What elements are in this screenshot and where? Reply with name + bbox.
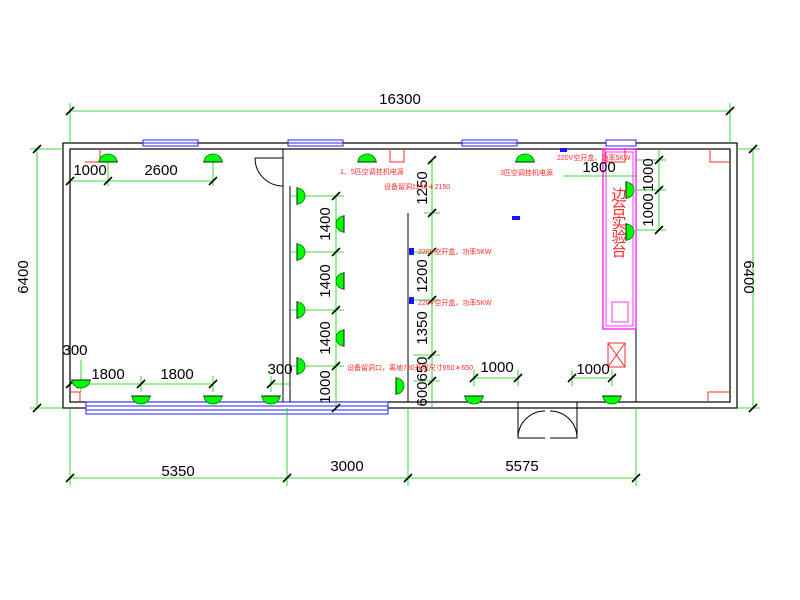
- note-ac-3: 3匹空调挂机电源: [500, 168, 553, 177]
- outlet-box-icon: [409, 297, 414, 304]
- ceiling-light-icon: [261, 395, 281, 405]
- dim-bl-1800-b: 1800: [160, 366, 193, 383]
- ceiling-light-icon: [515, 153, 535, 163]
- entrance-door: [517, 402, 578, 439]
- dim-overall-width: 16300: [379, 91, 421, 108]
- ceiling-light-icon: [203, 153, 223, 163]
- dim-br-1000-a: 1000: [480, 359, 513, 376]
- dim-col-1400-a: 1400: [317, 207, 334, 240]
- note-ac-1-5: 1．5匹空调挂机电源: [340, 167, 404, 176]
- dim-cable-650: 650: [414, 356, 431, 381]
- dim-mid-300: 300: [267, 361, 292, 378]
- dim-top-2600: 2600: [144, 162, 177, 179]
- bench-label-char: 台: [611, 201, 626, 218]
- ceiling-light-icon: [464, 395, 484, 405]
- dim-col-1400-c: 1400: [317, 321, 334, 354]
- dim-cable-600: 600: [414, 381, 431, 406]
- dim-tr-1800: 1800: [582, 159, 615, 176]
- distribution-box-icon: [607, 342, 626, 368]
- note-switch-a: 220V空开盒，功率5KW: [418, 247, 492, 256]
- bottom-window: [85, 401, 389, 415]
- outlet-box-icon: [560, 148, 567, 152]
- dim-bottom-left: 5350: [161, 463, 194, 480]
- outlet-box-icon: [409, 248, 414, 255]
- ceiling-light-icon: [98, 153, 118, 163]
- dim-overall-height-left: 6400: [15, 260, 32, 293]
- bench-label-char: 台: [611, 243, 626, 260]
- dim-cable-1350: 1350: [414, 311, 431, 344]
- dim-bottom-right: 5575: [505, 458, 538, 475]
- ceiling-light-icon: [296, 357, 306, 375]
- note-switch-top: 220V空开盒，功率5KW: [557, 153, 631, 162]
- bench-label-char: 验: [611, 229, 626, 246]
- ceiling-light-icon: [71, 379, 91, 389]
- dim-cable-1200: 1200: [414, 259, 431, 292]
- ceiling-light-icon: [625, 223, 635, 241]
- dimension-text: 16300 5350 3000 5575 1000 2600 300 1800 …: [15, 91, 757, 480]
- outlet-boxes: [409, 148, 567, 304]
- ceiling-light-icon: [203, 395, 223, 405]
- note-switch-b: 220V空开盒，功率5KW: [418, 298, 492, 307]
- top-windows: [142, 139, 637, 147]
- annotation-notes: 1．5匹空调挂机电源 3匹空调挂机电源 设备留洞1250＊2150 220V空开…: [340, 153, 631, 372]
- ceiling-light-icon: [335, 329, 345, 347]
- ceiling-light-icon: [296, 187, 306, 205]
- ceiling-light-icon: [296, 243, 306, 261]
- ceiling-light-icon: [296, 301, 306, 319]
- dim-overall-height-right: 6400: [740, 260, 757, 293]
- dim-bl-300: 300: [62, 342, 87, 359]
- dim-tr-1000-b: 1000: [640, 193, 657, 226]
- dim-col-1400-b: 1400: [317, 264, 334, 297]
- dim-col-1000: 1000: [317, 370, 334, 403]
- dim-top-1000: 1000: [73, 162, 106, 179]
- bench-label-char: 实: [611, 215, 626, 232]
- note-floor-hole: 设备留洞口，离地780开洞尺寸650＊650: [347, 363, 473, 372]
- ceiling-light-icon: [131, 395, 151, 405]
- ceiling-light-icon: [625, 181, 635, 199]
- ceiling-light-icon: [395, 377, 405, 395]
- outlet-box-icon: [512, 216, 520, 220]
- dim-tr-1000-a: 1000: [640, 158, 657, 191]
- dim-cable-1250: 1250: [414, 171, 431, 204]
- ceiling-light-icon: [602, 395, 622, 405]
- light-fixtures: [71, 153, 635, 405]
- dim-br-1000-b: 1000: [576, 361, 609, 378]
- ceiling-light-icon: [335, 272, 345, 290]
- ceiling-light-icon: [335, 215, 345, 233]
- outer-walls: [62, 142, 738, 409]
- dim-bl-1800-a: 1800: [91, 366, 124, 383]
- bench-label-char: 边: [611, 187, 626, 204]
- ceiling-light-icon: [357, 153, 377, 163]
- note-equip-reserve: 设备留洞1250＊2150: [384, 182, 450, 191]
- dim-bottom-mid: 3000: [330, 458, 363, 475]
